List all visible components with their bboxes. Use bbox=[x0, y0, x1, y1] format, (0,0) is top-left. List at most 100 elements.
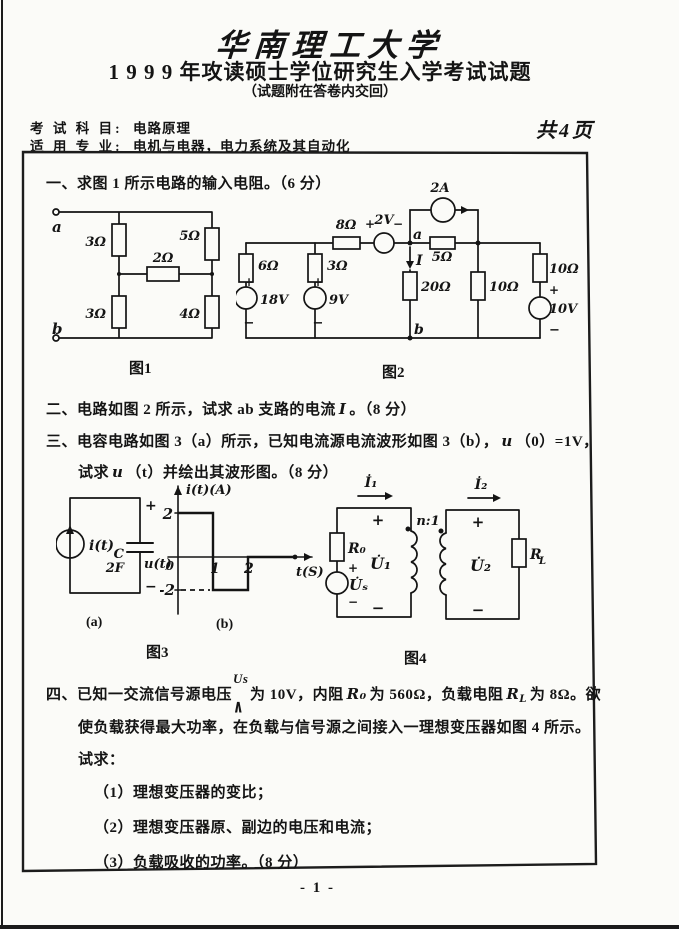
mid-node-left bbox=[117, 272, 121, 276]
current-2a-arrow bbox=[461, 206, 469, 214]
subject-value: 电路原理 bbox=[133, 121, 191, 136]
source-us bbox=[325, 571, 349, 595]
y-pos-label: 2 bbox=[162, 505, 173, 523]
u1-plus: + bbox=[372, 511, 385, 529]
u2-minus: − bbox=[472, 601, 485, 619]
resistor-10ohm-right bbox=[532, 253, 548, 283]
figure-2-caption: 图2 bbox=[382, 365, 405, 381]
resistor-4ohm-bottom-right bbox=[204, 295, 220, 329]
junction-dot bbox=[475, 240, 481, 246]
r-bottom-right-label: 4Ω bbox=[179, 307, 200, 322]
resistor-6ohm bbox=[238, 253, 254, 283]
i2a-label: 2A bbox=[429, 181, 449, 196]
q3-variable-u0: u bbox=[501, 432, 513, 450]
waveform-ylabel: i(t)(A) bbox=[186, 483, 232, 498]
secondary-dot bbox=[438, 528, 444, 534]
y-axis-arrow bbox=[174, 486, 182, 495]
i2-arrow bbox=[493, 494, 501, 502]
figure-4-caption: 图4 bbox=[404, 651, 427, 667]
r-top-left-label: 3Ω bbox=[85, 235, 106, 250]
v9-minus: − bbox=[313, 316, 324, 331]
node-a-label: a bbox=[413, 227, 422, 243]
x-axis-arrow bbox=[304, 553, 312, 561]
r-middle-label: 2Ω bbox=[152, 251, 174, 266]
q4-text-1: 四、已知一交流信号源电压 bbox=[46, 687, 233, 703]
origin-label: 0 bbox=[166, 559, 175, 573]
r5-label: 5Ω bbox=[432, 250, 453, 265]
v18-minus: − bbox=[244, 316, 255, 331]
terminal-a-node bbox=[52, 208, 60, 216]
r-top-right-label: 5Ω bbox=[179, 229, 200, 244]
y-neg-label: -2 bbox=[160, 581, 175, 599]
q4-text-4: 为 8Ω。欲 bbox=[529, 687, 602, 703]
i-src-label: i(t) bbox=[89, 538, 114, 554]
resistor-3ohm-top-left bbox=[111, 223, 127, 257]
source-2a bbox=[430, 197, 456, 223]
q4-subitem-2: （2）理想变压器原、副边的电压和电流； bbox=[94, 820, 382, 836]
cap-value-label: 2F bbox=[105, 561, 125, 576]
ratio-label: n:1 bbox=[416, 514, 439, 529]
question-1: 一、求图 1 所示电路的输入电阻。（6 分） bbox=[46, 176, 331, 192]
r3-label: 3Ω bbox=[327, 259, 348, 274]
primary-dot bbox=[405, 526, 411, 532]
i1-label: İ₁ bbox=[364, 472, 378, 491]
exam-title: 1 9 9 9 年攻读硕士学位研究生入学考试试题 bbox=[108, 60, 532, 84]
resistor-5ohm-top-right bbox=[204, 227, 220, 261]
rl-label-sub: L bbox=[538, 556, 546, 567]
resistor-8ohm bbox=[332, 236, 361, 250]
v9-plus: + bbox=[313, 275, 323, 289]
us-label: U̇ₛ bbox=[349, 576, 368, 594]
r10mid-label: 10Ω bbox=[489, 280, 519, 295]
question-3-line1: 三、电容电路如图 3（a）所示，已知电流源电流波形如图 3（b），u（0）=1V… bbox=[46, 430, 599, 451]
current-i-label: I bbox=[415, 253, 423, 269]
scan-edge-bottom bbox=[0, 925, 679, 929]
total-pages-note: 共4页 bbox=[536, 120, 595, 142]
terminal-b-node bbox=[52, 334, 60, 342]
resistor-rl bbox=[511, 538, 527, 568]
figure-4-transformer: İ₁ İ₂ + U̇₁ − R₀ + U̇ₛ − n:1 + U̇₂ − R L bbox=[325, 472, 546, 620]
q3-variable-ut: u bbox=[112, 463, 124, 481]
source-2v bbox=[373, 232, 395, 254]
i2-label: İ₂ bbox=[474, 474, 488, 493]
rl-label-base: R bbox=[529, 547, 542, 563]
source-10v bbox=[528, 296, 552, 320]
figure-3b-caption: (b) bbox=[216, 617, 234, 632]
subject-label: 考 试 科 目: bbox=[30, 121, 123, 136]
resistor-3ohm bbox=[307, 253, 323, 283]
terminal-a-label: a bbox=[52, 218, 62, 236]
q4-text-3: 为 560Ω，负载电阻 bbox=[369, 687, 504, 703]
u1-label: U̇₁ bbox=[370, 554, 391, 573]
q3-text-2: （0）=1V， bbox=[515, 434, 599, 450]
current-i-arrow bbox=[406, 261, 414, 269]
figure-3b-waveform: 2 0 -2 1 2 i(t)(A) t(S) bbox=[160, 483, 324, 615]
secondary-coil bbox=[439, 532, 447, 596]
fig2-wires bbox=[236, 197, 552, 339]
q2-variable-I: I bbox=[338, 400, 347, 418]
waveform-line bbox=[178, 511, 295, 592]
u-label: u(t) bbox=[144, 557, 172, 572]
q4-variable-r0: R₀ bbox=[346, 685, 367, 703]
u2-plus: + bbox=[472, 513, 485, 531]
q4-insert-caret-mark: ∧ bbox=[233, 695, 245, 717]
v18-plus: + bbox=[244, 275, 254, 289]
page-number: - 1 - bbox=[300, 880, 335, 896]
terminal-b-label: b bbox=[52, 320, 63, 338]
r8-label: 8Ω bbox=[336, 218, 357, 233]
q4-handwritten-insertion: Us∧ bbox=[232, 671, 250, 717]
major-line: 适 用 专 业: 电机与电器，电力系统及其自动化 bbox=[30, 135, 351, 155]
resistor-5ohm bbox=[429, 236, 456, 250]
fig1-wires bbox=[52, 208, 220, 342]
u-minus: − bbox=[145, 579, 157, 595]
v10-minus: − bbox=[549, 323, 560, 338]
t2-label: 2 bbox=[243, 561, 254, 577]
resistor-10ohm-mid bbox=[470, 271, 486, 301]
figure-1-circuit: a b 3Ω 5Ω 2Ω 3Ω 4Ω bbox=[52, 208, 220, 342]
fig4-wires bbox=[325, 495, 527, 620]
v2-minus: − bbox=[393, 217, 403, 231]
question-4-line2: 使负载获得最大功率，在负载与信号源之间接入一理想变压器如图 4 所示。 bbox=[78, 720, 591, 736]
resistor-20ohm bbox=[402, 271, 418, 301]
waveform-xlabel: t(S) bbox=[296, 565, 324, 580]
q4-subitem-3: （3）负载吸收的功率。（8 分） bbox=[94, 855, 309, 871]
